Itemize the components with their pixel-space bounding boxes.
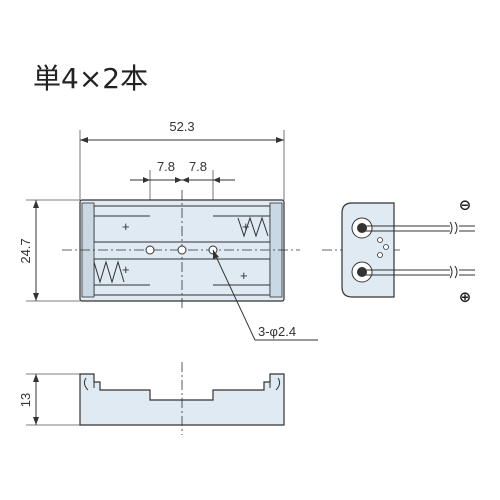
top-view: 52.3 7.8 7.8 24.7 + + [18, 119, 318, 341]
side-view: ⊖ ⊕ [322, 196, 475, 306]
title: 単4×2本 [33, 62, 148, 95]
plus-mark-icon: + [122, 262, 130, 277]
pitch-left-label: 7.8 [157, 159, 175, 174]
height-dimension-label: 24.7 [18, 238, 33, 263]
mounting-hole [177, 245, 187, 255]
hole-spec-label: 3-φ2.4 [258, 324, 296, 339]
thickness-dimension-label: 13 [18, 393, 33, 407]
plus-mark-icon: + [122, 219, 130, 234]
negative-terminal-icon: ⊖ [459, 196, 472, 214]
positive-terminal-icon: ⊕ [459, 288, 472, 306]
spring-icon [93, 260, 125, 284]
pitch-right-label: 7.8 [189, 159, 207, 174]
front-view: 13 [18, 362, 285, 435]
length-dimension-label: 52.3 [169, 119, 194, 134]
spring-icon [237, 216, 269, 238]
plus-mark-icon: + [240, 268, 248, 283]
mounting-hole [145, 245, 155, 255]
holder-body-front [79, 373, 285, 426]
plus-mark-icon: + [242, 219, 250, 234]
